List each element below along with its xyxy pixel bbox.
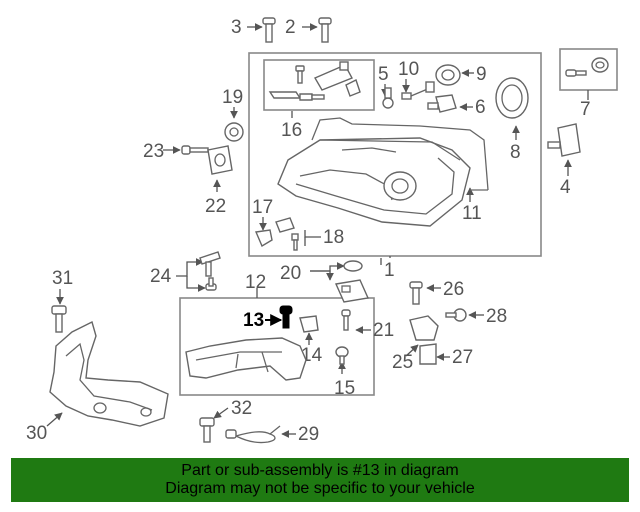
bolt-31[interactable] <box>199 417 215 443</box>
module-21[interactable] <box>207 145 233 175</box>
callout-label[interactable]: 17 <box>252 197 273 218</box>
callout-label[interactable]: 26 <box>443 279 464 300</box>
callout-label[interactable]: 15 <box>334 378 355 399</box>
bracket-assembly[interactable] <box>185 337 307 381</box>
callout-label[interactable]: 19 <box>222 87 243 108</box>
frame-bracket-29[interactable] <box>49 320 169 427</box>
highlighted-bolt-12[interactable] <box>279 305 293 329</box>
part-4[interactable] <box>547 123 581 157</box>
callout-label[interactable]: 20 <box>280 263 301 284</box>
bracket-bolts-23[interactable] <box>199 251 221 291</box>
screw-25[interactable] <box>409 281 423 305</box>
callout-label[interactable]: 7 <box>580 99 591 120</box>
banner-line-1: Part or sub-assembly is #13 in diagram <box>181 462 459 479</box>
notice-banner: Part or sub-assembly is #13 in diagram D… <box>11 458 629 502</box>
cap-8[interactable] <box>495 77 529 119</box>
part-10[interactable] <box>401 81 435 100</box>
screw-2[interactable] <box>318 17 332 43</box>
callout-label[interactable]: 3 <box>231 17 242 38</box>
controller-19[interactable] <box>334 279 370 303</box>
leader-lines <box>46 23 589 438</box>
callout-label[interactable]: 27 <box>452 347 473 368</box>
bulb-5[interactable] <box>382 87 394 109</box>
screw-20[interactable] <box>341 309 351 331</box>
callout-label[interactable]: 29 <box>298 424 319 445</box>
bracket-24[interactable] <box>409 315 439 341</box>
igniter-6[interactable] <box>427 94 457 113</box>
callout-label[interactable]: 21 <box>373 320 394 341</box>
callout-label[interactable]: 31 <box>52 268 73 289</box>
callout-label[interactable]: 12 <box>245 272 266 293</box>
screw-22[interactable] <box>181 145 209 155</box>
part-7[interactable] <box>565 57 609 77</box>
screw-27[interactable] <box>445 308 467 322</box>
callout-label[interactable]: 11 <box>462 203 482 224</box>
ring-19[interactable] <box>343 260 363 272</box>
headlamp-group-box <box>248 52 542 257</box>
callout-label[interactable]: 32 <box>231 398 252 419</box>
mounting-kit-parts[interactable] <box>268 61 361 101</box>
clip-13[interactable] <box>299 315 319 333</box>
mounting-kit-box <box>263 59 375 111</box>
callout-labels: 3 2 5 10 9 6 7 8 16 19 23 22 4 17 11 18 … <box>26 17 591 445</box>
callout-label[interactable]: 16 <box>281 120 302 141</box>
screws-17[interactable] <box>275 217 299 251</box>
bolt-30[interactable] <box>51 305 67 333</box>
callout-label[interactable]: 10 <box>398 59 419 80</box>
callout-label-highlighted[interactable]: 13 <box>243 310 264 331</box>
wire-harness-28[interactable] <box>225 425 281 444</box>
parts-diagram: 3 2 5 10 9 6 7 8 16 19 23 22 4 17 11 18 … <box>26 17 618 445</box>
callout-label[interactable]: 8 <box>510 142 521 163</box>
callout-label[interactable]: 1 <box>384 260 395 281</box>
clip-26[interactable] <box>419 343 437 365</box>
headlamp-assembly[interactable] <box>277 117 489 227</box>
callout-label[interactable]: 23 <box>143 141 164 162</box>
callout-label[interactable]: 6 <box>475 97 486 118</box>
callout-label[interactable]: 22 <box>205 196 226 217</box>
clip-16[interactable] <box>254 229 273 248</box>
callout-label[interactable]: 28 <box>486 306 507 327</box>
screw-3[interactable] <box>262 17 276 43</box>
socket-9[interactable] <box>435 64 461 86</box>
callout-label[interactable]: 18 <box>323 227 344 248</box>
grommet-18[interactable] <box>224 122 244 142</box>
callout-label[interactable]: 4 <box>560 177 571 198</box>
callout-label[interactable]: 30 <box>26 423 47 444</box>
callout-label[interactable]: 2 <box>285 17 296 38</box>
bracket-group-box <box>179 297 375 396</box>
banner-line-2: Diagram may not be specific to your vehi… <box>165 480 475 497</box>
callout-label[interactable]: 25 <box>392 352 413 373</box>
screw-14[interactable] <box>335 346 349 365</box>
callout-label[interactable]: 24 <box>150 266 172 287</box>
callout-label[interactable]: 5 <box>378 64 389 85</box>
callout-label[interactable]: 9 <box>476 64 487 85</box>
